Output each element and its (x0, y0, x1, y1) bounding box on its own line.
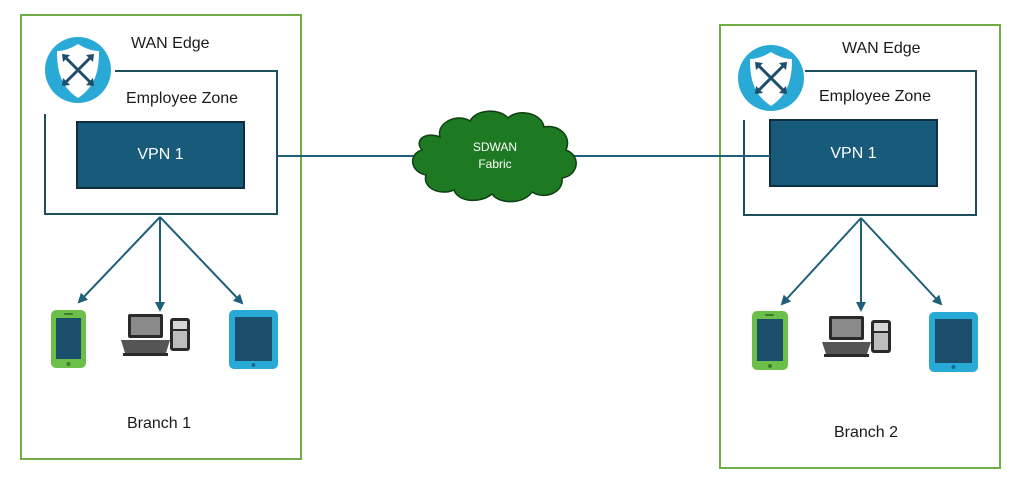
sdwan-fabric-label-line2: Fabric (478, 157, 512, 171)
branch-2-smartphone-icon (752, 311, 788, 370)
branch-2-arrow-tablet (860, 217, 943, 306)
branch-1-arrow-tablet (159, 216, 244, 305)
branch-1-shield-router-icon (45, 37, 111, 103)
sdwan-fabric-label-line1: SDWAN (472, 140, 518, 154)
branch-2-vpn-label: VPN 1 (830, 145, 877, 162)
branch-1-smartphone-icon (51, 310, 86, 368)
branch-2-laptop-icon (822, 316, 891, 357)
sdwan-cloud-icon (412, 110, 577, 203)
branch-1-employee-zone-label: Employee Zone (126, 90, 239, 107)
branch-1-vpn-box (76, 121, 245, 189)
branch-2-boundary (719, 24, 1001, 469)
branch-2-employee-zone (743, 70, 977, 216)
branch-2-wan-edge-label: WAN Edge (842, 40, 921, 57)
branch-1-tablet-icon (229, 310, 278, 369)
branch-1-wan-edge-label: WAN Edge (131, 35, 210, 52)
branch-1-laptop-icon (121, 314, 190, 356)
branch-1-name: Branch 1 (127, 415, 192, 432)
branch-1-employee-zone (44, 70, 278, 215)
branch-1-boundary (20, 14, 302, 460)
branch-2-name: Branch 2 (834, 424, 899, 441)
branch-1-arrow-phone (77, 216, 161, 304)
branch-1-vpn-label: VPN 1 (137, 146, 184, 163)
branch-2-vpn-box (769, 119, 938, 187)
branch-2-arrow-phone (780, 217, 862, 306)
branch-2-tablet-icon (929, 312, 978, 372)
branch-2-employee-zone-label: Employee Zone (819, 88, 932, 105)
branch-2-shield-router-icon (738, 45, 804, 111)
